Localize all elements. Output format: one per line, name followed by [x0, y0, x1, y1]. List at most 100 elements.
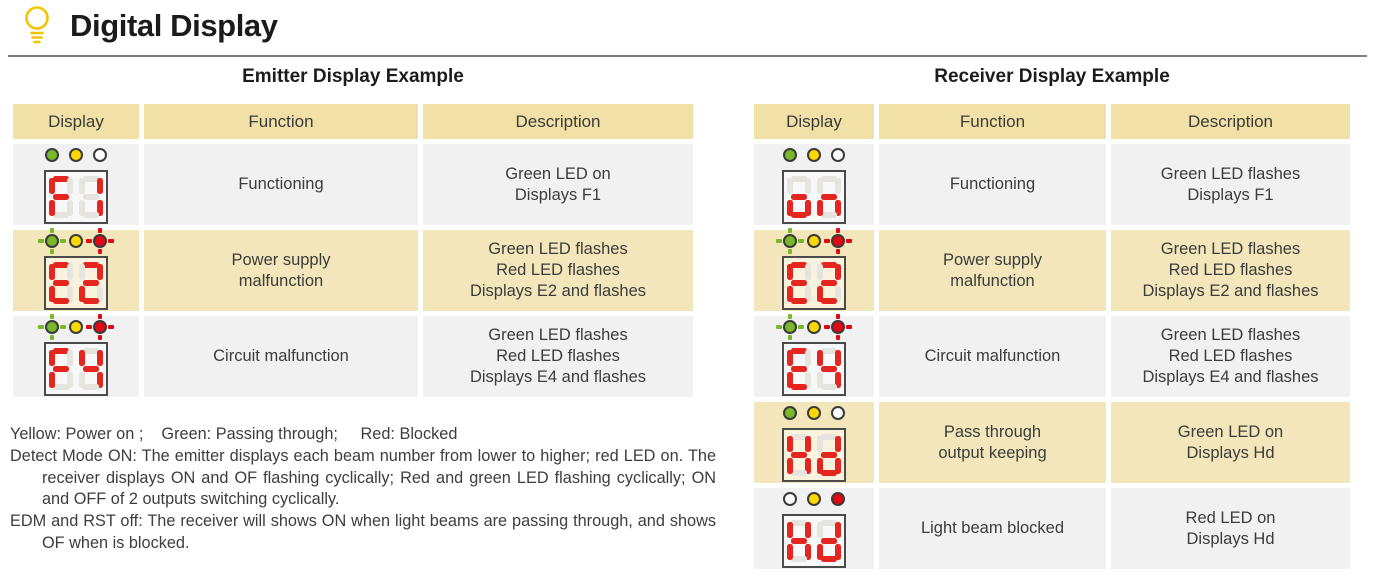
column-header: Function [879, 104, 1106, 139]
seven-segment-display [782, 514, 846, 568]
seven-segment-digit [787, 348, 811, 390]
seven-segment-display [44, 170, 108, 224]
led-green-icon [783, 406, 797, 420]
led-cluster [783, 145, 845, 165]
emitter-section-title: Emitter Display Example [242, 66, 464, 87]
lightbulb-icon [20, 4, 54, 48]
led-red-icon [86, 228, 114, 254]
edm-rst-note: EDM and RST off: The receiver will shows… [10, 512, 716, 552]
display-cell [13, 228, 139, 311]
seven-segment-digit [49, 262, 73, 304]
column-header: Function [144, 104, 418, 139]
notes-block: Yellow: Power on ; Green: Passing throug… [10, 424, 716, 555]
led-cluster [38, 228, 114, 254]
display-cell [754, 228, 874, 311]
page-header: Digital Display [20, 4, 278, 48]
led-red-icon [824, 228, 852, 254]
led-yellow-icon [807, 492, 821, 506]
led-color-legend-note: Yellow: Power on ; Green: Passing throug… [10, 425, 458, 443]
seven-segment-digit [49, 348, 73, 390]
seven-segment-display [782, 256, 846, 310]
seven-segment-digit [817, 262, 841, 304]
led-yellow-icon [69, 148, 83, 162]
seven-segment-digit [787, 262, 811, 304]
function-cell: Circuit malfunction [879, 316, 1106, 397]
seven-segment-display [44, 342, 108, 396]
led-green-icon [776, 314, 804, 340]
seven-segment-digit [787, 434, 811, 476]
seven-segment-digit [817, 176, 841, 218]
seven-segment-digit [817, 520, 841, 562]
led-yellow-icon [69, 234, 83, 248]
detect-mode-note: Detect Mode ON: The emitter displays eac… [10, 446, 716, 509]
led-yellow-icon [807, 148, 821, 162]
seven-segment-display [782, 342, 846, 396]
led-red-icon [824, 314, 852, 340]
led-cluster [783, 489, 845, 509]
function-cell: Light beam blocked [879, 488, 1106, 569]
led-cluster [783, 403, 845, 423]
function-cell: Functioning [879, 144, 1106, 225]
display-cell [13, 144, 139, 225]
function-cell: Functioning [144, 144, 418, 225]
seven-segment-digit [787, 176, 811, 218]
display-cell [754, 314, 874, 397]
column-header: Description [423, 104, 693, 139]
led-off-icon [93, 148, 107, 162]
led-cluster [776, 314, 852, 340]
led-green-icon [783, 148, 797, 162]
display-cell [754, 488, 874, 569]
column-header: Display [754, 104, 874, 139]
seven-segment-display [782, 428, 846, 482]
led-cluster [45, 145, 107, 165]
led-green-icon [38, 228, 66, 254]
display-cell [13, 314, 139, 397]
led-yellow-icon [807, 234, 821, 248]
title-divider [8, 55, 1367, 57]
led-off-icon [783, 492, 797, 506]
led-cluster [38, 314, 114, 340]
display-cell [754, 144, 874, 225]
led-cluster [776, 228, 852, 254]
display-cell [754, 402, 874, 483]
seven-segment-digit [817, 434, 841, 476]
led-green-icon [776, 228, 804, 254]
seven-segment-digit [787, 520, 811, 562]
led-yellow-icon [807, 320, 821, 334]
led-green-icon [38, 314, 66, 340]
seven-segment-display [44, 256, 108, 310]
led-red-icon [831, 492, 845, 506]
column-header: Description [1111, 104, 1350, 139]
led-red-icon [86, 314, 114, 340]
led-off-icon [831, 406, 845, 420]
page-title: Digital Display [70, 8, 278, 43]
seven-segment-digit [817, 348, 841, 390]
seven-segment-digit [79, 262, 103, 304]
receiver-section-title: Receiver Display Example [934, 66, 1170, 87]
seven-segment-digit [49, 176, 73, 218]
led-green-icon [45, 148, 59, 162]
led-yellow-icon [69, 320, 83, 334]
function-cell: Circuit malfunction [144, 316, 418, 397]
